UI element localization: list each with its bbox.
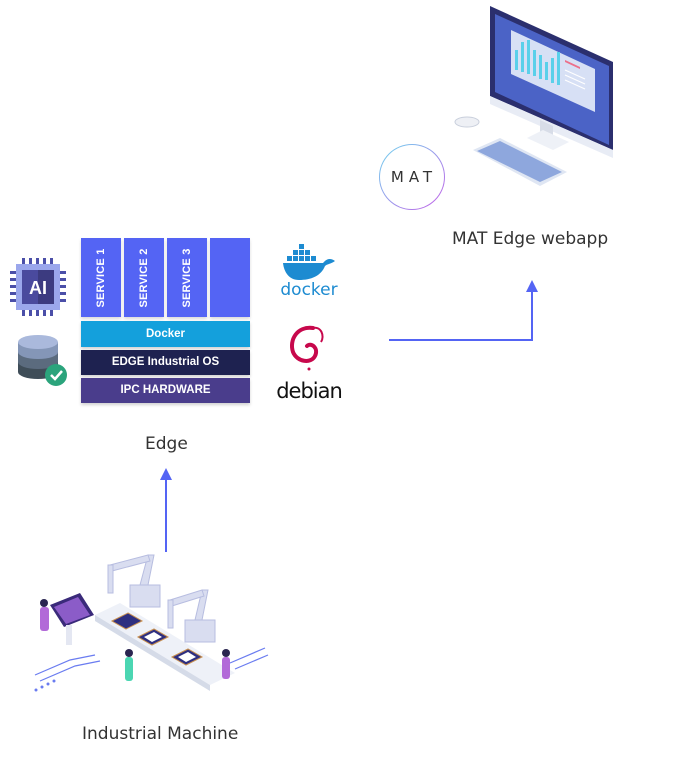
arrow-edge-to-webapp: [389, 280, 538, 341]
os-layer-label: EDGE Industrial OS: [111, 356, 220, 368]
service-2-block: SERVICE 2: [124, 238, 164, 317]
arrow-machine-to-edge: [160, 468, 172, 552]
edge-label: Edge: [145, 434, 188, 454]
service-3-block: SERVICE 3: [167, 238, 207, 317]
docker-logo-icon: docker: [280, 244, 338, 300]
industrial-machine-illustration: [34, 554, 269, 692]
debian-logo-text: debian: [276, 379, 342, 403]
arrowhead-icon: [160, 468, 172, 480]
hardware-layer: IPC HARDWARE: [81, 378, 250, 403]
service-2-label: SERVICE 2: [138, 247, 150, 308]
computer-illustration: [454, 6, 613, 186]
ai-chip-text: AI: [29, 278, 47, 298]
hardware-layer-label: IPC HARDWARE: [120, 384, 211, 396]
arrowhead-icon: [526, 280, 538, 292]
service-3-label: SERVICE 3: [181, 247, 193, 308]
docker-logo-text: docker: [280, 280, 337, 300]
webapp-label: MAT Edge webapp: [452, 229, 609, 249]
mat-logo-text: MAT: [390, 168, 438, 186]
machine-label: Industrial Machine: [82, 724, 239, 744]
service-1-block: SERVICE 1: [81, 238, 121, 317]
mat-logo: MAT: [379, 144, 445, 210]
database-check-icon: [18, 335, 67, 386]
service-1-label: SERVICE 1: [95, 247, 107, 308]
ai-chip-icon: AI: [10, 258, 66, 316]
os-layer: EDGE Industrial OS: [81, 350, 250, 375]
debian-logo-icon: debian: [276, 325, 343, 403]
service-4-block: [210, 238, 250, 317]
docker-layer-label: Docker: [146, 328, 185, 340]
docker-layer: Docker: [81, 321, 250, 347]
